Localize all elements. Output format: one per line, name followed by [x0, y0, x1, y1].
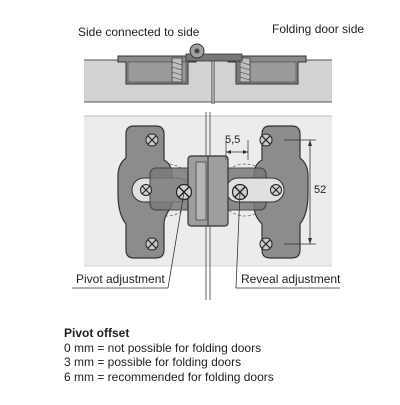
- notes-line: 3 mm = possible for folding doors: [64, 355, 242, 369]
- pivot-adjustment-label: Pivot adjustment: [76, 272, 165, 286]
- notes-title: Pivot offset: [64, 326, 130, 340]
- depth-adjustment-screw: [270, 184, 282, 196]
- mounting-screw: [145, 133, 159, 147]
- mounting-screw: [259, 133, 273, 147]
- pivot-adjustment-leader: [72, 191, 185, 289]
- depth-adjustment-screw: [140, 184, 152, 196]
- pivot-offset-notes: Pivot offset 0 mm = not possible for fol…: [64, 326, 274, 384]
- side-connected-label: Side connected to side: [78, 25, 200, 39]
- section-view: [84, 43, 332, 104]
- notes-line: 6 mm = recommended for folding doors: [64, 369, 274, 384]
- front-view: [72, 112, 340, 300]
- folding-door-side-label: Folding door side: [272, 22, 365, 36]
- mounting-screw: [259, 237, 273, 251]
- reveal-adjustment-leader: [235, 191, 340, 289]
- reveal-adjustment-label: Reveal adjustment: [241, 272, 341, 286]
- height-dimension-label: 52: [314, 184, 327, 196]
- mounting-screw: [145, 237, 159, 251]
- notes-line: 0 mm = not possible for folding doors: [64, 340, 262, 355]
- offset-dimension-label: 5,5: [225, 134, 241, 146]
